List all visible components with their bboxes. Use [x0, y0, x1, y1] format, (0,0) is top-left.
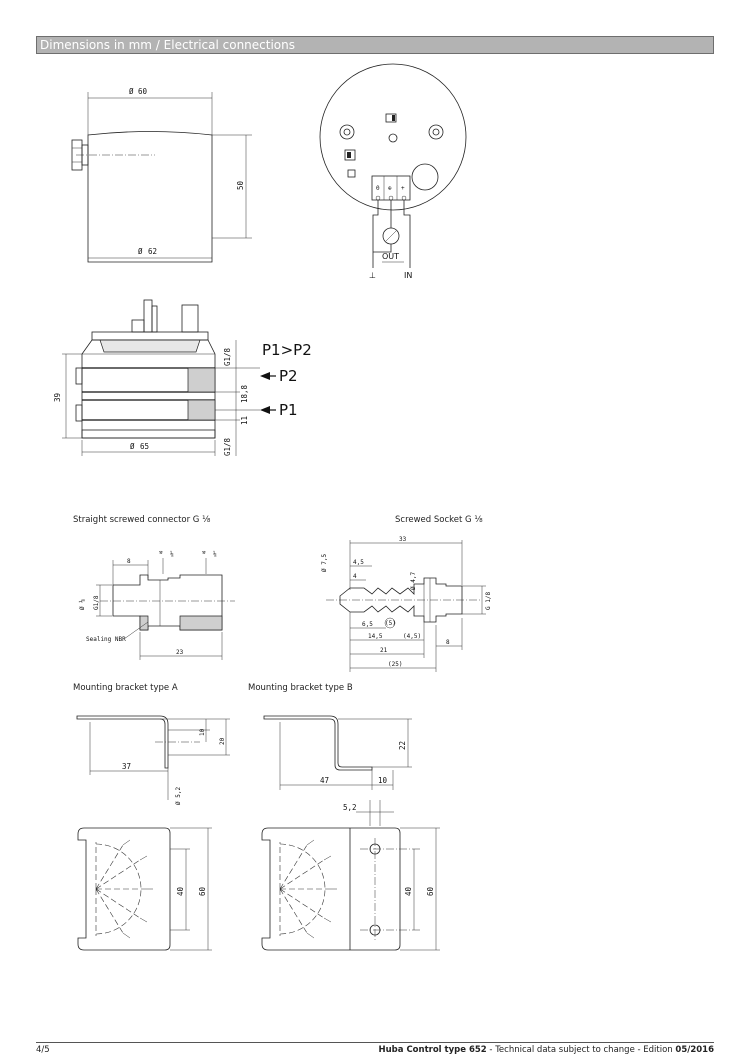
page-number: 4/5: [36, 1045, 50, 1055]
straight-connector-drawing: Straight screwed connector G ⅛ 8 ⚒ ⅛ ⚒ ⅛…: [73, 515, 235, 660]
svg-text:Ø 7,5: Ø 7,5: [321, 554, 328, 572]
screwed-socket-drawing: Screwed Socket G ⅛ 33 4,5 4 Ø 7,5 Ø 4,7 …: [321, 515, 492, 672]
dim-height-39: 39: [53, 393, 62, 402]
svg-text:5,2: 5,2: [343, 803, 357, 812]
out-label: OUT: [382, 252, 399, 261]
svg-text:60: 60: [198, 886, 207, 896]
dim-11-label: 11: [240, 416, 249, 425]
svg-text:(4,5): (4,5): [403, 633, 421, 640]
section-title: Dimensions in mm / Electrical connection…: [40, 38, 295, 52]
svg-text:+: +: [401, 185, 405, 192]
footer-notice: Technical data subject to change: [495, 1045, 635, 1055]
label-p2: P2: [279, 367, 298, 385]
svg-text:G1/8: G1/8: [93, 595, 100, 610]
svg-text:Ø 5,2: Ø 5,2: [175, 787, 182, 805]
svg-text:10: 10: [199, 728, 206, 736]
bracket-b-caption: Mounting bracket type B: [248, 683, 353, 693]
bracket-a-side: Mounting bracket type A 10 20 37 Ø 5,2: [73, 683, 230, 805]
svg-text:37: 37: [122, 762, 131, 771]
svg-text:33: 33: [399, 536, 407, 543]
svg-text:0: 0: [376, 185, 380, 192]
svg-text:(5): (5): [385, 620, 396, 627]
footer-brand: Huba Control type 652: [378, 1045, 487, 1055]
bracket-a-caption: Mounting bracket type A: [73, 683, 178, 693]
svg-text:60: 60: [426, 886, 435, 896]
svg-text:(25): (25): [388, 661, 402, 668]
svg-text:8: 8: [127, 558, 131, 565]
label-p1: P1: [279, 401, 298, 419]
in-label: IN: [404, 271, 412, 280]
svg-text:⚒: ⚒: [202, 549, 206, 556]
electrical-connection-view: 0 ⊕ + OUT ⊥ IN: [319, 63, 467, 280]
svg-text:47: 47: [320, 776, 329, 785]
svg-text:Ø 4,7: Ø 4,7: [410, 572, 417, 590]
svg-text:4: 4: [353, 573, 357, 580]
svg-text:⊕: ⊕: [388, 185, 392, 192]
svg-text:6,5: 6,5: [362, 621, 373, 628]
dim-diameter-60: 60: [138, 87, 148, 96]
ground-label: ⊥: [369, 271, 376, 280]
svg-text:Ø: Ø: [138, 247, 143, 256]
bracket-b-plan: 5,2 40 60: [261, 800, 440, 951]
seal-label: Sealing NBR: [86, 636, 126, 643]
housing-side-view: 60 Ø 50 Ø 62: [71, 87, 252, 263]
thread-top-label: G1/8: [223, 347, 232, 366]
footer-divider: [36, 1042, 714, 1043]
socket-caption: Screwed Socket G ⅛: [395, 515, 483, 525]
bracket-a-plan: 40 60: [77, 827, 212, 951]
svg-text:20: 20: [219, 737, 226, 745]
section-view: 39 Ø 65 G1/8 18,8 11 G1/8 P1>P2 P2 P1: [53, 299, 312, 456]
svg-text:⅛: ⅛: [170, 551, 174, 558]
dim-diameter-62: 62: [148, 247, 157, 256]
svg-text:40: 40: [176, 886, 185, 896]
svg-text:10: 10: [378, 776, 388, 785]
svg-text:4,5: 4,5: [353, 559, 364, 566]
dim-diameter-65: 65: [140, 442, 149, 451]
svg-text:G 1/8: G 1/8: [485, 592, 492, 610]
svg-text:⅛: ⅛: [213, 551, 217, 558]
svg-text:21: 21: [380, 647, 388, 654]
thread-bottom-label: G1/8: [223, 437, 232, 456]
svg-text:8: 8: [446, 639, 450, 646]
svg-text:40: 40: [404, 886, 413, 896]
footer-edition: 05/2016: [675, 1045, 714, 1055]
bracket-b-side: Mounting bracket type B 22 47 10: [248, 683, 412, 790]
svg-text:23: 23: [176, 649, 184, 656]
connector-caption: Straight screwed connector G ⅛: [73, 515, 210, 525]
svg-text:⚒: ⚒: [159, 549, 163, 556]
footer-text: Huba Control type 652 - Technical data s…: [378, 1045, 715, 1055]
svg-text:Ø: Ø: [130, 442, 135, 451]
label-p1-greater-p2: P1>P2: [262, 341, 312, 359]
svg-text:22: 22: [398, 741, 407, 750]
svg-text:Ø ⅛: Ø ⅛: [79, 599, 86, 610]
svg-text:Ø: Ø: [129, 87, 134, 96]
section-header: Dimensions in mm / Electrical connection…: [36, 36, 714, 54]
dim-18-8-label: 18,8: [240, 384, 249, 403]
svg-text:14,5: 14,5: [368, 633, 383, 640]
dim-height-50: 50: [236, 180, 245, 190]
